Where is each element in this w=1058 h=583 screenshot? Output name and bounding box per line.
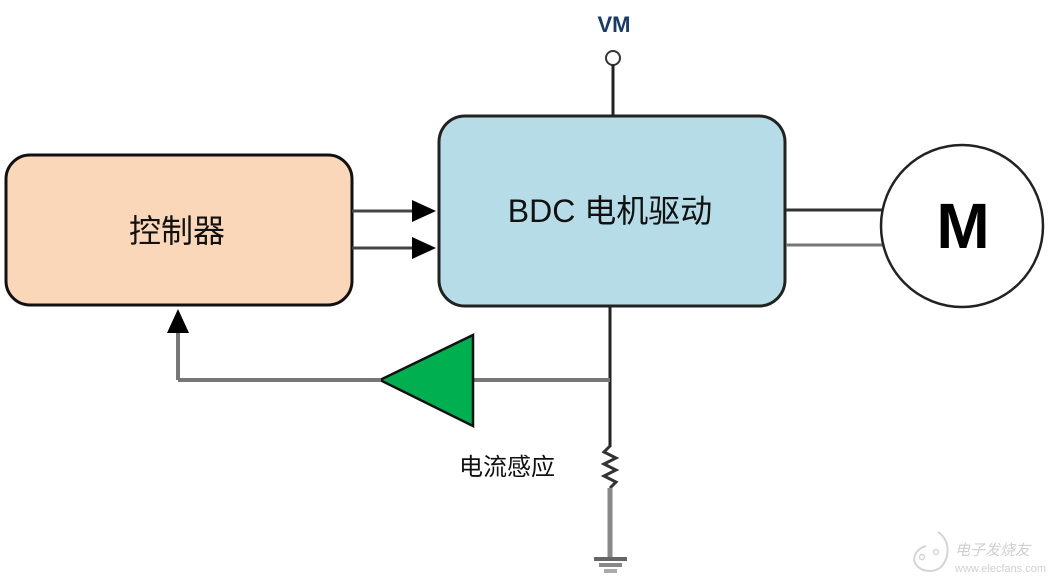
ground-icon	[594, 557, 627, 573]
vm-terminal-icon	[605, 50, 621, 66]
watermark-url: www.elecfans.com	[954, 563, 1046, 575]
sense-resistor-icon	[600, 444, 620, 490]
motor-label: M	[936, 190, 989, 262]
controller-label: 控制器	[129, 212, 225, 250]
arrow-head-icon	[412, 237, 436, 259]
driver-label: BDC 电机驱动	[508, 193, 712, 229]
watermark: 电子发烧友 www.elecfans.com	[913, 531, 1046, 575]
motor-symbol	[879, 143, 1045, 309]
amplifier-icon	[377, 333, 475, 429]
driver-block	[437, 114, 787, 308]
controller-block	[4, 153, 354, 307]
vm-label: VM	[598, 12, 631, 37]
arrow-head-icon	[167, 309, 189, 333]
watermark-logo-icon	[913, 531, 949, 572]
arrow-head-icon	[412, 200, 436, 222]
watermark-brand: 电子发烧友	[955, 541, 1032, 559]
sense-label: 电流感应	[459, 453, 555, 481]
